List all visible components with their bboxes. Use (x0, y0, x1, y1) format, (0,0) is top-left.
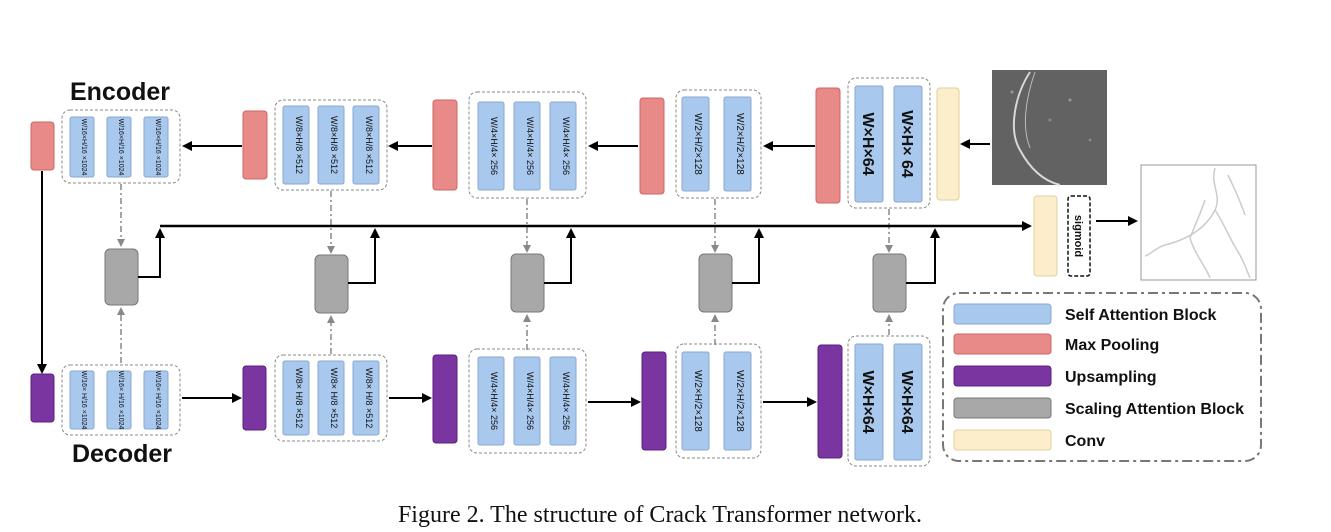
block-label: W/2×H/2×128 (734, 370, 745, 432)
decoder-upsample-3 (432, 354, 458, 444)
block-label: W/8×H/8 ×512 (364, 116, 374, 174)
figure-caption: Figure 2. The structure of Crack Transfo… (398, 502, 922, 528)
encoder-conv (936, 87, 960, 201)
output-conv (1033, 195, 1058, 277)
encoder-block-4: W/2×H/2×128 W/2×H/2×128 (675, 89, 762, 199)
encoder-block-3: W/4×H/4× 256 W/4×H/4× 256 W/4×H/4× 256 (468, 91, 587, 199)
block-label: W/4×H/4× 256 (525, 117, 535, 175)
decoder-upsample-5 (817, 344, 843, 459)
block-label: W/4×H/4× 256 (525, 372, 535, 430)
decoder-block-5: W×H×64 W×H×64 (847, 335, 931, 467)
decoder-block-4: W/2×H/2×128 W/2×H/2×128 (675, 343, 762, 459)
block-label: W/8× H/8 ×512 (294, 368, 304, 429)
block-label: W/8×H/8 ×512 (294, 116, 304, 174)
decoder-upsample-1 (30, 373, 55, 423)
legend-swatch-self-attention (953, 303, 1052, 325)
legend-label: Upsampling (1065, 369, 1157, 386)
block-label: W/16×H/16 ×1024 (154, 119, 161, 176)
legend-label: Scaling Attention Block (1065, 401, 1244, 418)
output-crack-map (1140, 164, 1257, 281)
scaling-attention-3 (510, 253, 545, 313)
block-label: W/4×H/4× 256 (489, 117, 499, 175)
encoder-block-1: W/16×H/16 ×1024 W/16×H/16 ×1024 W/16×H/1… (61, 109, 181, 184)
decoder-block-3: W/4×H/4× 256 W/4×H/4× 256 W/4×H/4× 256 (468, 348, 587, 454)
input-crack-image (992, 70, 1107, 186)
block-label: W/16×H/16 ×1024 (117, 119, 124, 176)
sigmoid-label: sigmoid (1072, 215, 1084, 257)
sigmoid-box (1067, 195, 1091, 277)
block-label: W×H×64 (859, 112, 876, 175)
block-label: W×H×64 (859, 370, 876, 433)
encoder-maxpool-4 (639, 97, 665, 195)
block-label: W/2×H/2×128 (734, 113, 745, 175)
block-label: W/4×H/4× 256 (489, 372, 499, 430)
block-label: W/8×H/8 ×512 (329, 116, 339, 174)
scaling-attention-1 (104, 248, 139, 306)
block-label: W/8× H/8 ×512 (364, 368, 374, 429)
block-label: W/2×H/2×128 (692, 370, 703, 432)
block-label: W/16× H/16 ×1024 (80, 371, 87, 430)
encoder-block-2: W/8×H/8 ×512 W/8×H/8 ×512 W/8×H/8 ×512 (274, 99, 388, 191)
decoder-upsample-4 (641, 351, 667, 451)
legend: Self Attention Block Max Pooling Upsampl… (942, 292, 1262, 462)
encoder-maxpool-1 (30, 121, 55, 171)
decoder-block-2: W/8× H/8 ×512 W/8× H/8 ×512 W/8× H/8 ×51… (274, 354, 388, 442)
block-label: W×H× 64 (898, 110, 915, 178)
legend-swatch-max-pooling (953, 333, 1052, 355)
legend-label: Self Attention Block (1065, 307, 1217, 324)
block-label: W/16× H/16 ×1024 (154, 371, 161, 430)
legend-swatch-conv (953, 429, 1052, 451)
legend-label: Max Pooling (1065, 337, 1159, 354)
encoder-maxpool-5 (815, 87, 841, 204)
block-label: W/4×H/4× 256 (561, 372, 571, 430)
encoder-block-5: W×H×64 W×H× 64 (847, 77, 931, 209)
block-label: W/8× H/8 ×512 (329, 368, 339, 429)
scaling-attention-2 (314, 254, 349, 314)
block-label: W/16×H/16 ×1024 (80, 119, 87, 176)
scaling-attention-4 (698, 253, 733, 313)
encoder-title: Encoder (70, 78, 170, 106)
scaling-attention-5 (872, 253, 907, 313)
legend-label: Conv (1065, 433, 1105, 450)
decoder-upsample-2 (242, 365, 267, 431)
legend-swatch-scaling-attention (953, 397, 1052, 419)
block-label: W×H×64 (898, 370, 915, 433)
decoder-block-1: W/16× H/16 ×1024 W/16× H/16 ×1024 W/16× … (61, 364, 181, 436)
block-label: W/16× H/16 ×1024 (117, 371, 124, 430)
encoder-maxpool-3 (432, 99, 458, 191)
block-label: W/4×H/4× 256 (561, 117, 571, 175)
encoder-maxpool-2 (242, 110, 268, 180)
decoder-title: Decoder (72, 440, 172, 468)
block-label: W/2×H/2×128 (692, 113, 703, 175)
legend-swatch-upsampling (953, 365, 1052, 387)
